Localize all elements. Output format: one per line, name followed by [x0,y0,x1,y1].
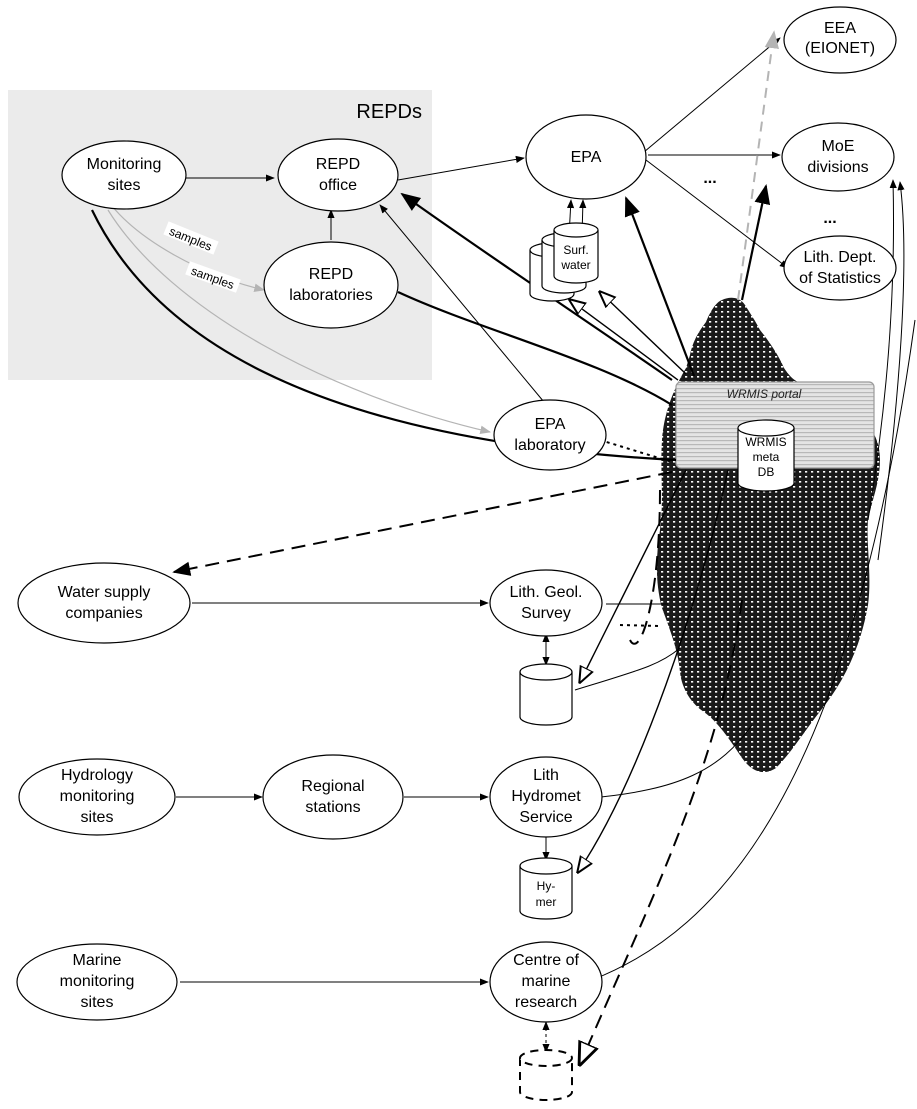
node-hydrology-line-2: monitoring [60,788,135,805]
node-hydrology-line-1: Hydrology [61,767,133,784]
wrmis-portal-label: WRMIS portal [727,387,802,401]
edge-cloud-to-eea-dashed [737,30,779,301]
repds-group-box [8,90,432,380]
edge-portal-to-marine-db [580,599,743,1064]
node-marine-sites-line-2: monitoring [60,973,135,990]
repds-group-label: REPDs [356,101,422,123]
edge-portal-to-watersupply [172,471,673,576]
samples-label-bg-1 [163,221,219,255]
ellipsis-mid: ... [823,210,836,227]
wrmis-db-line-2: meta [753,450,780,464]
node-water-supply: Water supply companies [17,562,191,644]
db-hymer-line-2: mer [536,895,557,909]
db-surf-water-line-2: water [560,258,590,272]
wrmis-db-line-1: WRMIS [745,435,786,449]
node-repd-laboratories: REPD laboratories [263,241,399,329]
node-lith-hydromet: Lith Hydromet Service [489,756,603,838]
node-repd-office-line-2: office [319,177,357,194]
node-hydrology-sites: Hydrology monitoring sites [18,758,176,836]
node-hydrology-line-3: sites [81,809,114,826]
node-moe-line-2: divisions [807,159,868,176]
node-regional-line-2: stations [305,799,360,816]
node-hydromet-line-3: Service [519,809,572,826]
edge-portal-to-hymer [578,469,729,872]
node-epa-laboratory: EPA laboratory [493,399,607,471]
node-lith-dept-statistics: Lith. Dept. of Statistics [783,235,897,301]
node-repd-labs-line-1: REPD [309,266,353,283]
node-marine-sites: Marine monitoring sites [16,943,178,1021]
samples-label-bg-2 [185,261,241,293]
node-stats-line-2: of Statistics [799,270,881,287]
edge-portal-to-surfwater-1 [600,292,687,375]
node-moe-line-1: MoE [822,138,855,155]
ellipsis-top: ... [703,170,716,187]
edge-cloud-to-moe [740,184,771,301]
edge-samples-to-epa-lab [107,209,492,435]
node-epa: EPA [525,114,647,200]
db-surf-water: Surf. water [529,222,599,302]
edge-samples-to-repd-labs [111,205,266,292]
edge-portal-to-epa [624,196,696,377]
node-epa-lab-line-2: laboratory [514,437,585,454]
node-repd-office: REPD office [277,138,399,212]
db-hymer: Hy- mer [519,857,573,920]
edge-epa-to-stats [645,159,789,269]
wrmis-db-line-3: DB [758,465,775,479]
edge-epa-to-eea [643,37,781,153]
edge-portal-to-surfwater-2 [570,300,679,381]
db-hymer-line-1: Hy- [537,879,556,893]
db-geol-survey [519,663,573,726]
node-geol-line-1: Lith. Geol. [510,584,583,601]
edge-centre-to-moe [591,319,916,981]
node-moe-divisions: MoE divisions [781,122,895,192]
db-surf-water-line-1: Surf. [563,243,588,257]
node-water-supply-line-1: Water supply [58,584,151,601]
node-marine-sites-line-3: sites [81,994,114,1011]
node-epa-lab-line-1: EPA [535,416,566,433]
edge-geoldb-to-cloud [574,647,681,691]
edge-epalab-to-portal [599,439,673,463]
edge-hydromet-to-cloud [589,724,753,799]
node-hydromet-line-1: Lith [533,767,559,784]
node-lith-geol-survey: Lith. Geol. Survey [489,569,603,637]
node-geol-line-2: Survey [521,605,571,622]
node-regional-stations: Regional stations [262,754,404,840]
node-eea: EEA (EIONET) [783,6,897,74]
node-monitoring-sites: Monitoring sites [61,140,187,210]
node-monitoring-sites-line-1: Monitoring [87,156,162,173]
wrmis-meta-db: WRMIS meta DB [737,419,795,492]
edge-repd-labs-to-portal [397,291,673,406]
edge-epalab-to-office [379,204,545,403]
node-regional-line-1: Regional [301,778,364,795]
node-eea-line-1: EEA [824,20,856,37]
edge-office-to-epa [397,155,525,181]
node-marine-centre-line-3: research [515,994,577,1011]
node-stats-line-1: Lith. Dept. [804,249,877,266]
node-repd-labs-line-2: laboratories [289,287,373,304]
edge-cloud-to-moe-thin-2 [877,181,905,561]
edge-portal-to-geoldb [580,469,687,682]
edge-geol-dotted [619,624,661,627]
edge-portal-dashed-down [629,489,661,645]
node-water-supply-line-2: companies [65,605,142,622]
node-epa-line-1: EPA [571,149,602,166]
edge-cloud-to-moe-thin-1 [867,179,897,521]
node-marine-research: Centre of marine research [489,941,603,1023]
node-repd-office-line-1: REPD [316,156,360,173]
node-eea-line-2: (EIONET) [805,40,875,57]
db-marine-dashed [519,1049,573,1101]
node-marine-centre-line-1: Centre of [513,952,579,969]
node-hydromet-line-2: Hydromet [511,788,581,805]
node-marine-centre-line-2: marine [522,973,571,990]
node-marine-sites-line-1: Marine [73,952,122,969]
node-monitoring-sites-line-2: sites [108,177,141,194]
